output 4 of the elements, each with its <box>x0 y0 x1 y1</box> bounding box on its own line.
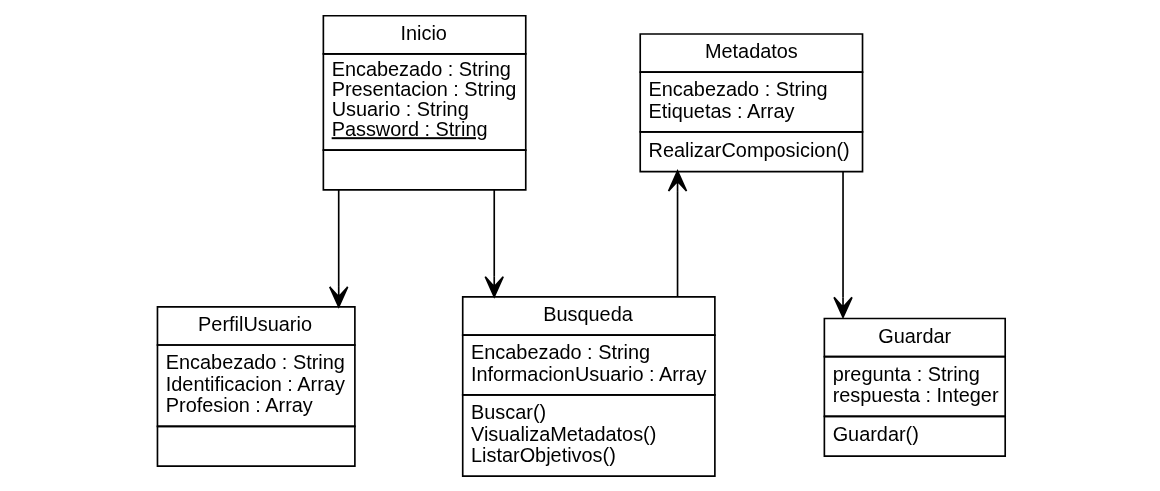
arrow <box>483 188 504 298</box>
arrow <box>328 188 348 308</box>
arrow <box>667 170 687 298</box>
arrow <box>832 170 853 319</box>
